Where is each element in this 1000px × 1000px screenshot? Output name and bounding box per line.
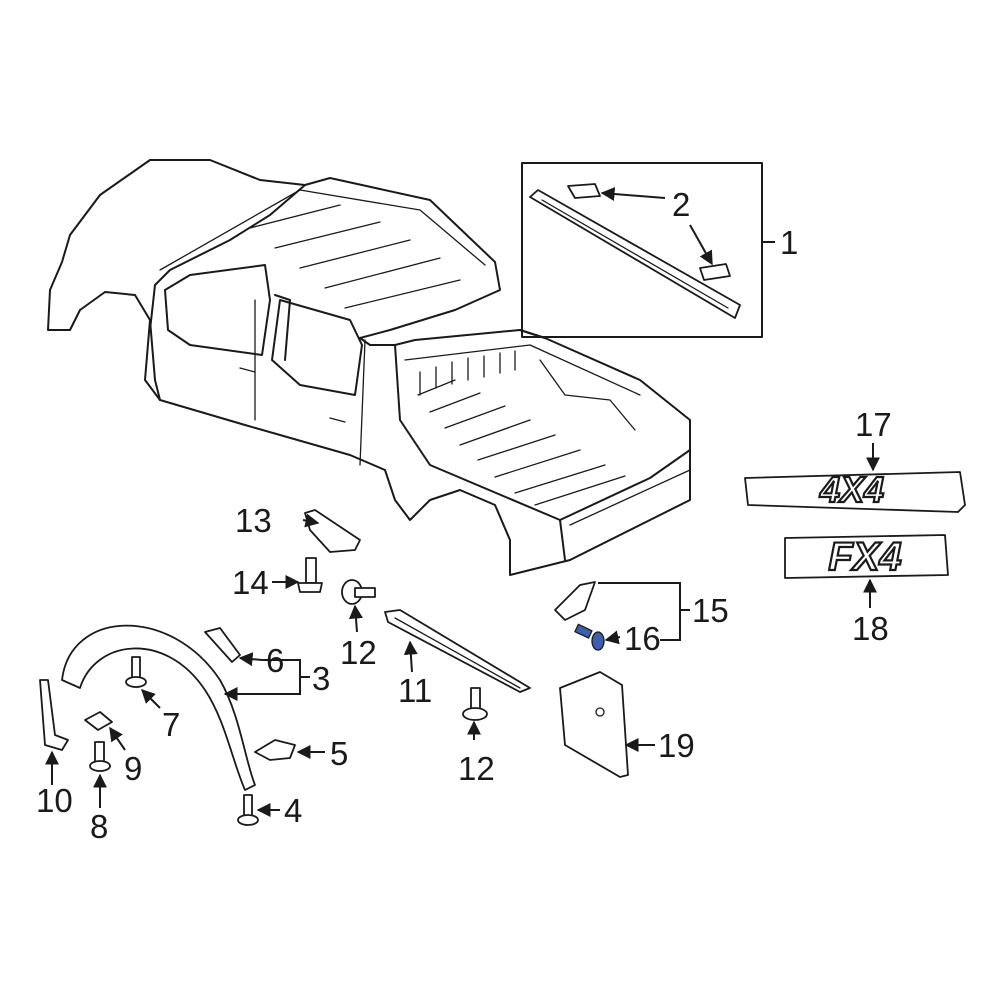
bolt-8[interactable] (89, 741, 111, 772)
pin-4[interactable] (237, 794, 259, 826)
molding-retainer-5[interactable] (254, 739, 296, 761)
callout-19: 19 (658, 727, 695, 764)
rocker-molding[interactable] (384, 609, 531, 693)
pin-7[interactable] (125, 656, 147, 688)
callout-6: 6 (266, 642, 284, 679)
callout-18: 18 (852, 610, 889, 647)
bed-rail-kit-group (521, 162, 763, 338)
wheel-opening-molding[interactable] (61, 624, 256, 791)
splash-shield[interactable] (304, 509, 361, 553)
callout-3: 3 (312, 660, 330, 697)
bolt-14[interactable] (297, 557, 323, 593)
callout-1: 1 (780, 224, 798, 261)
push-pin-12-lower[interactable] (462, 687, 488, 721)
leader-lines (45, 187, 880, 817)
callout-16: 16 (624, 620, 661, 657)
rail-end-cap-left[interactable] (567, 183, 601, 199)
callout-10: 10 (36, 782, 73, 819)
kit-box-outline (521, 162, 763, 338)
emblem-4x4-text: 4X4 (819, 469, 884, 510)
callout-9: 9 (124, 750, 142, 787)
callout-15: 15 (692, 592, 729, 629)
callout-12-upper: 12 (340, 634, 377, 671)
molding-seal-10[interactable] (39, 679, 69, 751)
callout-7: 7 (162, 706, 180, 743)
callout-17: 17 (855, 406, 892, 443)
push-pin-12-upper[interactable] (341, 579, 376, 605)
mud-flap[interactable] (559, 671, 629, 778)
callout-4: 4 (284, 792, 302, 829)
truck-body-illustration (47, 159, 691, 576)
screw-16[interactable] (574, 623, 605, 651)
emblem-fx4[interactable]: FX4 (784, 534, 949, 580)
callout-2: 2 (672, 186, 690, 223)
mud-flap-bracket[interactable] (554, 581, 596, 621)
emblem-4x4[interactable]: 4X4 (744, 468, 966, 513)
callout-11: 11 (398, 672, 432, 709)
clip-nut-9[interactable] (84, 711, 113, 731)
callout-12-lower: 12 (458, 750, 495, 787)
callout-5: 5 (330, 735, 348, 772)
emblem-fx4-text: FX4 (828, 535, 901, 579)
callout-14: 14 (232, 564, 269, 601)
callout-13: 13 (235, 502, 272, 539)
rail-end-cap-right[interactable] (699, 263, 731, 281)
callout-labels: 1 2 3 4 5 6 7 8 9 10 11 12 12 13 14 15 1… (36, 186, 892, 845)
callout-8: 8 (90, 808, 108, 845)
molding-clip-6[interactable] (204, 627, 241, 663)
